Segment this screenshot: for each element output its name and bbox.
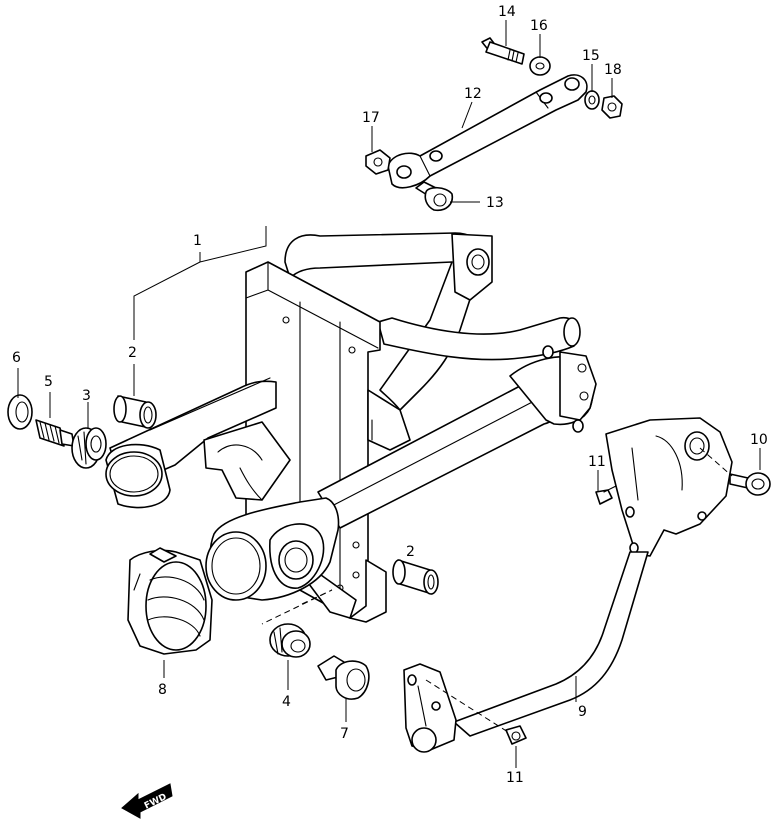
callout-15: 15 — [582, 48, 600, 64]
screw-11-upper — [595, 485, 617, 505]
swingarm-assembly — [105, 232, 597, 623]
callout-17: 17 — [362, 110, 380, 126]
callout-12: 12 — [464, 86, 482, 102]
washer-16 — [529, 56, 551, 76]
bolt-13 — [415, 181, 454, 212]
callout-2-upper: 2 — [128, 345, 137, 361]
callout-7: 7 — [340, 726, 349, 742]
callout-5: 5 — [44, 374, 53, 390]
bushing-2-upper — [113, 395, 157, 429]
nut-17 — [365, 149, 391, 175]
seal-6 — [7, 394, 33, 430]
callout-13: 13 — [486, 195, 504, 211]
callout-16: 16 — [530, 18, 548, 34]
callout-2-lower: 2 — [406, 544, 415, 560]
fwd-arrow-icon: FWD — [121, 783, 173, 819]
pivot-bolt-5 — [35, 419, 75, 447]
callout-labels: 1 2 2 3 4 5 6 7 8 9 10 11 11 12 13 14 15… — [12, 4, 768, 786]
callout-11-upper: 11 — [588, 454, 606, 470]
callout-14: 14 — [498, 4, 516, 20]
callout-6: 6 — [12, 350, 21, 366]
torque-rod — [387, 74, 588, 189]
washer-15 — [584, 90, 600, 110]
leader-lines — [17, 20, 761, 768]
callout-11-lower: 11 — [506, 770, 524, 786]
boot-8 — [127, 547, 213, 655]
callout-18: 18 — [604, 62, 622, 78]
callout-4: 4 — [282, 694, 291, 710]
callout-3: 3 — [82, 388, 91, 404]
bolt-14 — [481, 37, 525, 65]
bolt-10 — [729, 472, 771, 496]
callout-9: 9 — [578, 704, 587, 720]
callout-8: 8 — [158, 682, 167, 698]
oil-seal-4 — [269, 623, 311, 658]
brake-arm-9 — [403, 417, 733, 753]
callout-10: 10 — [750, 432, 768, 448]
callout-1: 1 — [193, 233, 202, 249]
bushing-2-lower — [392, 559, 439, 595]
screw-11-lower — [505, 725, 527, 745]
nut-18 — [601, 95, 623, 119]
cap-7 — [317, 655, 370, 700]
bearing-3 — [71, 427, 107, 469]
